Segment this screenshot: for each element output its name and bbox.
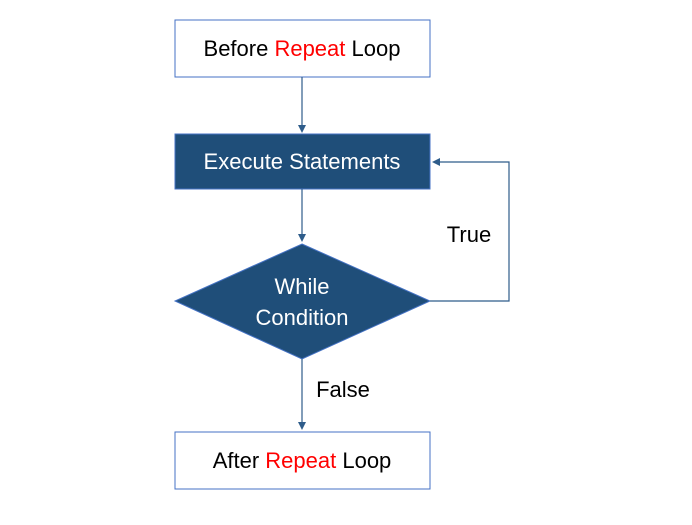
after-loop-suffix: Loop	[336, 448, 391, 473]
after-loop-keyword: Repeat	[265, 448, 336, 473]
execute-statements-box: Execute Statements	[174, 133, 431, 190]
before-loop-prefix: Before	[204, 36, 275, 61]
true-label: True	[447, 222, 491, 247]
while-condition-line1: While	[274, 274, 329, 299]
while-condition-diamond: While Condition	[173, 243, 432, 360]
before-loop-box: Before Repeat Loop	[174, 19, 431, 78]
before-loop-suffix: Loop	[345, 36, 400, 61]
before-loop-label: Before Repeat Loop	[204, 36, 401, 61]
before-loop-keyword: Repeat	[274, 36, 345, 61]
connector-true-loop-back	[430, 158, 510, 302]
execute-statements-label: Execute Statements	[204, 149, 401, 174]
after-loop-box: After Repeat Loop	[174, 431, 431, 490]
before-loop-box-shape	[174, 19, 431, 78]
while-condition-shape	[173, 243, 432, 360]
execute-statements-box-shape	[174, 133, 431, 190]
false-label: False	[316, 377, 370, 402]
after-loop-label: After Repeat Loop	[213, 448, 392, 473]
while-condition-line2: Condition	[256, 305, 349, 330]
after-loop-box-shape	[174, 431, 431, 490]
after-loop-prefix: After	[213, 448, 266, 473]
